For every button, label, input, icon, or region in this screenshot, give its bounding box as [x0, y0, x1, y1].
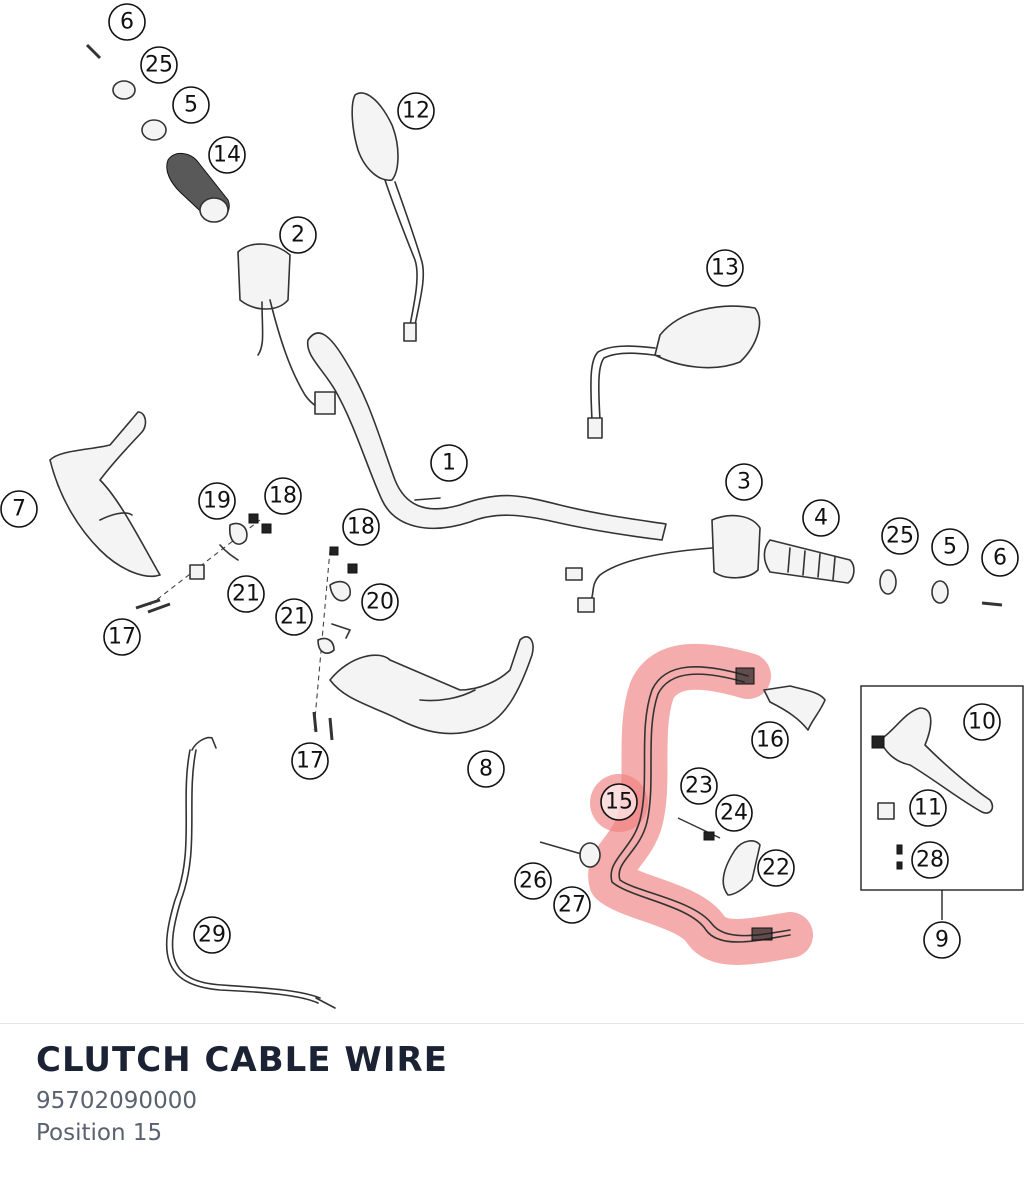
callout-17-right[interactable]: 17	[291, 742, 329, 780]
right-handguard-mount[interactable]	[312, 546, 358, 741]
callout-21-left[interactable]: 21	[227, 575, 265, 613]
callout-5-right[interactable]: 5	[931, 528, 969, 566]
left-handguard[interactable]	[49, 411, 161, 577]
part-position: Position 15	[36, 1120, 163, 1146]
callout-14[interactable]: 14	[208, 136, 246, 174]
callout-1[interactable]: 1	[430, 444, 468, 482]
right-switch[interactable]	[565, 514, 761, 613]
callout-16[interactable]: 16	[751, 721, 789, 759]
callout-17-left[interactable]: 17	[103, 618, 141, 656]
callout-5-left[interactable]: 5	[172, 86, 210, 124]
callout-18-left[interactable]: 18	[264, 477, 302, 515]
clutch-lever[interactable]	[871, 707, 994, 814]
svg-text:13: 13	[711, 256, 739, 281]
throttle-cable[interactable]	[165, 736, 336, 1009]
svg-text:18: 18	[269, 484, 297, 509]
svg-text:25: 25	[886, 524, 914, 549]
svg-text:12: 12	[402, 99, 430, 124]
clutch-lever-assembly-box[interactable]	[860, 685, 1024, 920]
svg-text:20: 20	[366, 590, 394, 615]
svg-text:16: 16	[756, 728, 784, 753]
svg-text:3: 3	[737, 470, 751, 495]
part-info: CLUTCH CABLE WIRE 95702090000 Position 1…	[36, 1040, 448, 1146]
callout-7[interactable]: 7	[0, 490, 38, 528]
callout-13[interactable]: 13	[706, 249, 744, 287]
svg-text:9: 9	[935, 928, 949, 953]
callout-3[interactable]: 3	[725, 463, 763, 501]
callout-12[interactable]: 12	[397, 92, 435, 130]
callout-23[interactable]: 23	[680, 767, 718, 805]
svg-text:5: 5	[184, 93, 198, 118]
right-mirror[interactable]	[587, 305, 761, 439]
svg-text:19: 19	[203, 489, 231, 514]
callout-18-right[interactable]: 18	[342, 508, 380, 546]
section-divider	[0, 1023, 1024, 1024]
clutch-cable[interactable]	[610, 666, 791, 943]
svg-text:4: 4	[814, 506, 828, 531]
svg-text:2: 2	[291, 223, 305, 248]
callout-15[interactable]: 15	[600, 783, 638, 821]
svg-text:29: 29	[198, 923, 226, 948]
svg-text:14: 14	[213, 143, 241, 168]
left-fasteners[interactable]	[85, 43, 167, 141]
svg-text:6: 6	[993, 546, 1007, 571]
right-fasteners[interactable]	[879, 569, 1003, 607]
left-mirror[interactable]	[351, 92, 425, 342]
svg-text:21: 21	[232, 582, 260, 607]
exploded-parts-diagram: 1 2 3 4 5 5 6 6 7 8 9 10 11 12 13 14 15 …	[0, 3, 1024, 1009]
svg-text:1: 1	[442, 451, 456, 476]
svg-text:15: 15	[605, 790, 633, 815]
svg-text:23: 23	[685, 774, 713, 799]
left-switch[interactable]	[237, 243, 336, 415]
svg-text:25: 25	[145, 53, 173, 78]
left-grip[interactable]	[166, 153, 230, 223]
svg-text:17: 17	[296, 749, 324, 774]
callout-2[interactable]: 2	[279, 216, 317, 254]
callout-28[interactable]: 28	[911, 841, 949, 879]
cable-bracket[interactable]	[677, 817, 761, 896]
svg-text:7: 7	[12, 497, 26, 522]
right-grip[interactable]	[763, 539, 855, 584]
handlebar[interactable]	[306, 332, 667, 541]
cable-boot[interactable]	[763, 685, 826, 731]
svg-text:10: 10	[968, 710, 996, 735]
svg-text:22: 22	[762, 856, 790, 881]
part-number: 95702090000	[36, 1088, 197, 1114]
svg-text:8: 8	[479, 757, 493, 782]
callout-9[interactable]: 9	[923, 921, 961, 959]
svg-text:27: 27	[558, 893, 586, 918]
left-handguard-mount[interactable]	[135, 513, 272, 614]
callout-24[interactable]: 24	[715, 794, 753, 832]
callout-22[interactable]: 22	[757, 849, 795, 887]
callout-6-left[interactable]: 6	[108, 3, 146, 41]
part-name: CLUTCH CABLE WIRE	[36, 1040, 448, 1080]
callout-27[interactable]: 27	[553, 886, 591, 924]
bolt-and-bracket[interactable]	[539, 841, 601, 868]
callout-4[interactable]: 4	[802, 499, 840, 537]
callout-10[interactable]: 10	[963, 703, 1001, 741]
svg-text:5: 5	[943, 535, 957, 560]
callout-25-right[interactable]: 25	[881, 517, 919, 555]
svg-text:28: 28	[916, 848, 944, 873]
callout-25-left[interactable]: 25	[140, 46, 178, 84]
svg-text:11: 11	[914, 796, 942, 821]
svg-text:26: 26	[519, 869, 547, 894]
svg-text:6: 6	[120, 10, 134, 35]
svg-text:24: 24	[720, 801, 748, 826]
callout-20[interactable]: 20	[361, 583, 399, 621]
right-handguard[interactable]	[329, 636, 534, 735]
svg-text:18: 18	[347, 515, 375, 540]
callout-8[interactable]: 8	[467, 750, 505, 788]
callout-29[interactable]: 29	[193, 916, 231, 954]
callout-11[interactable]: 11	[909, 789, 947, 827]
svg-text:21: 21	[280, 605, 308, 630]
callout-6-right[interactable]: 6	[981, 539, 1019, 577]
svg-text:17: 17	[108, 625, 136, 650]
lever-small-parts[interactable]	[877, 802, 903, 870]
callout-26[interactable]: 26	[514, 862, 552, 900]
callout-21-right[interactable]: 21	[275, 598, 313, 636]
callout-19[interactable]: 19	[198, 482, 236, 520]
